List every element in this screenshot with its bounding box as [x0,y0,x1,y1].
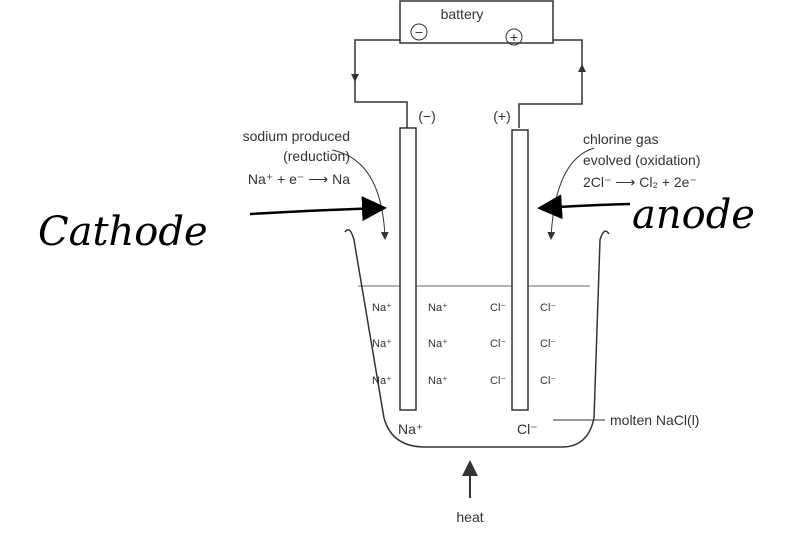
positive-electrode-label: (+) [493,108,511,124]
anode-arrow-icon [537,194,631,220]
cathode-note-line2: (reduction) [283,148,350,164]
cathode-equation: Na⁺ + e⁻ ⟶ Na [248,171,350,187]
ion: Na⁺ [372,375,392,387]
crucible [344,229,610,448]
plus-terminal-icon [505,28,523,46]
anode-equation: 2Cl⁻ ⟶ Cl₂ + 2e⁻ [583,174,697,190]
ion: Na⁺ [428,375,448,387]
melt-label: molten NaCl(l) [610,412,699,428]
cathode-note-line1: sodium produced [243,128,350,144]
ion: Cl⁻ [540,338,556,350]
wire-negative [354,39,408,128]
minus-sign: − [415,24,423,40]
cathode-pointer [331,149,389,240]
minus-terminal-icon [410,23,428,41]
ion: Na⁺ [428,302,448,314]
anode-note: chlorine gas evolved (oxidation) 2Cl⁻ ⟶ … [547,131,701,240]
anode-electrode [511,129,529,411]
ion: Cl⁻ [540,302,556,314]
ion: Na⁺ [428,338,448,350]
plus-sign: + [510,29,518,45]
ion: Cl⁻ [490,375,506,387]
heat-label: heat [456,509,483,525]
wire-positive [518,39,583,128]
ion: Cl⁻ [540,375,556,387]
cathode-arrow-icon [249,196,387,222]
ion: Na⁺ [398,421,423,437]
handwritten-anode: anode [632,192,755,238]
anode-note-line1: chlorine gas [583,131,659,147]
ion: Na⁺ [372,302,392,314]
ion: Cl⁻ [490,302,506,314]
ions: Na⁺ Na⁺ Cl⁻ Cl⁻ Na⁺ Na⁺ Cl⁻ Cl⁻ Na⁺ Na⁺ … [372,302,556,437]
anode-note-line2: evolved (oxidation) [583,152,701,168]
handwritten-cathode: Cathode [38,209,208,255]
ion: Cl⁻ [517,421,538,437]
negative-electrode-label: (−) [418,108,436,124]
anode-pointer [547,147,595,240]
ion: Cl⁻ [490,338,506,350]
cathode-note: sodium produced (reduction) Na⁺ + e⁻ ⟶ N… [243,128,389,240]
ion: Na⁺ [372,338,392,350]
battery: battery − + [399,0,554,46]
battery-label: battery [441,6,484,22]
cathode-electrode [399,127,417,411]
